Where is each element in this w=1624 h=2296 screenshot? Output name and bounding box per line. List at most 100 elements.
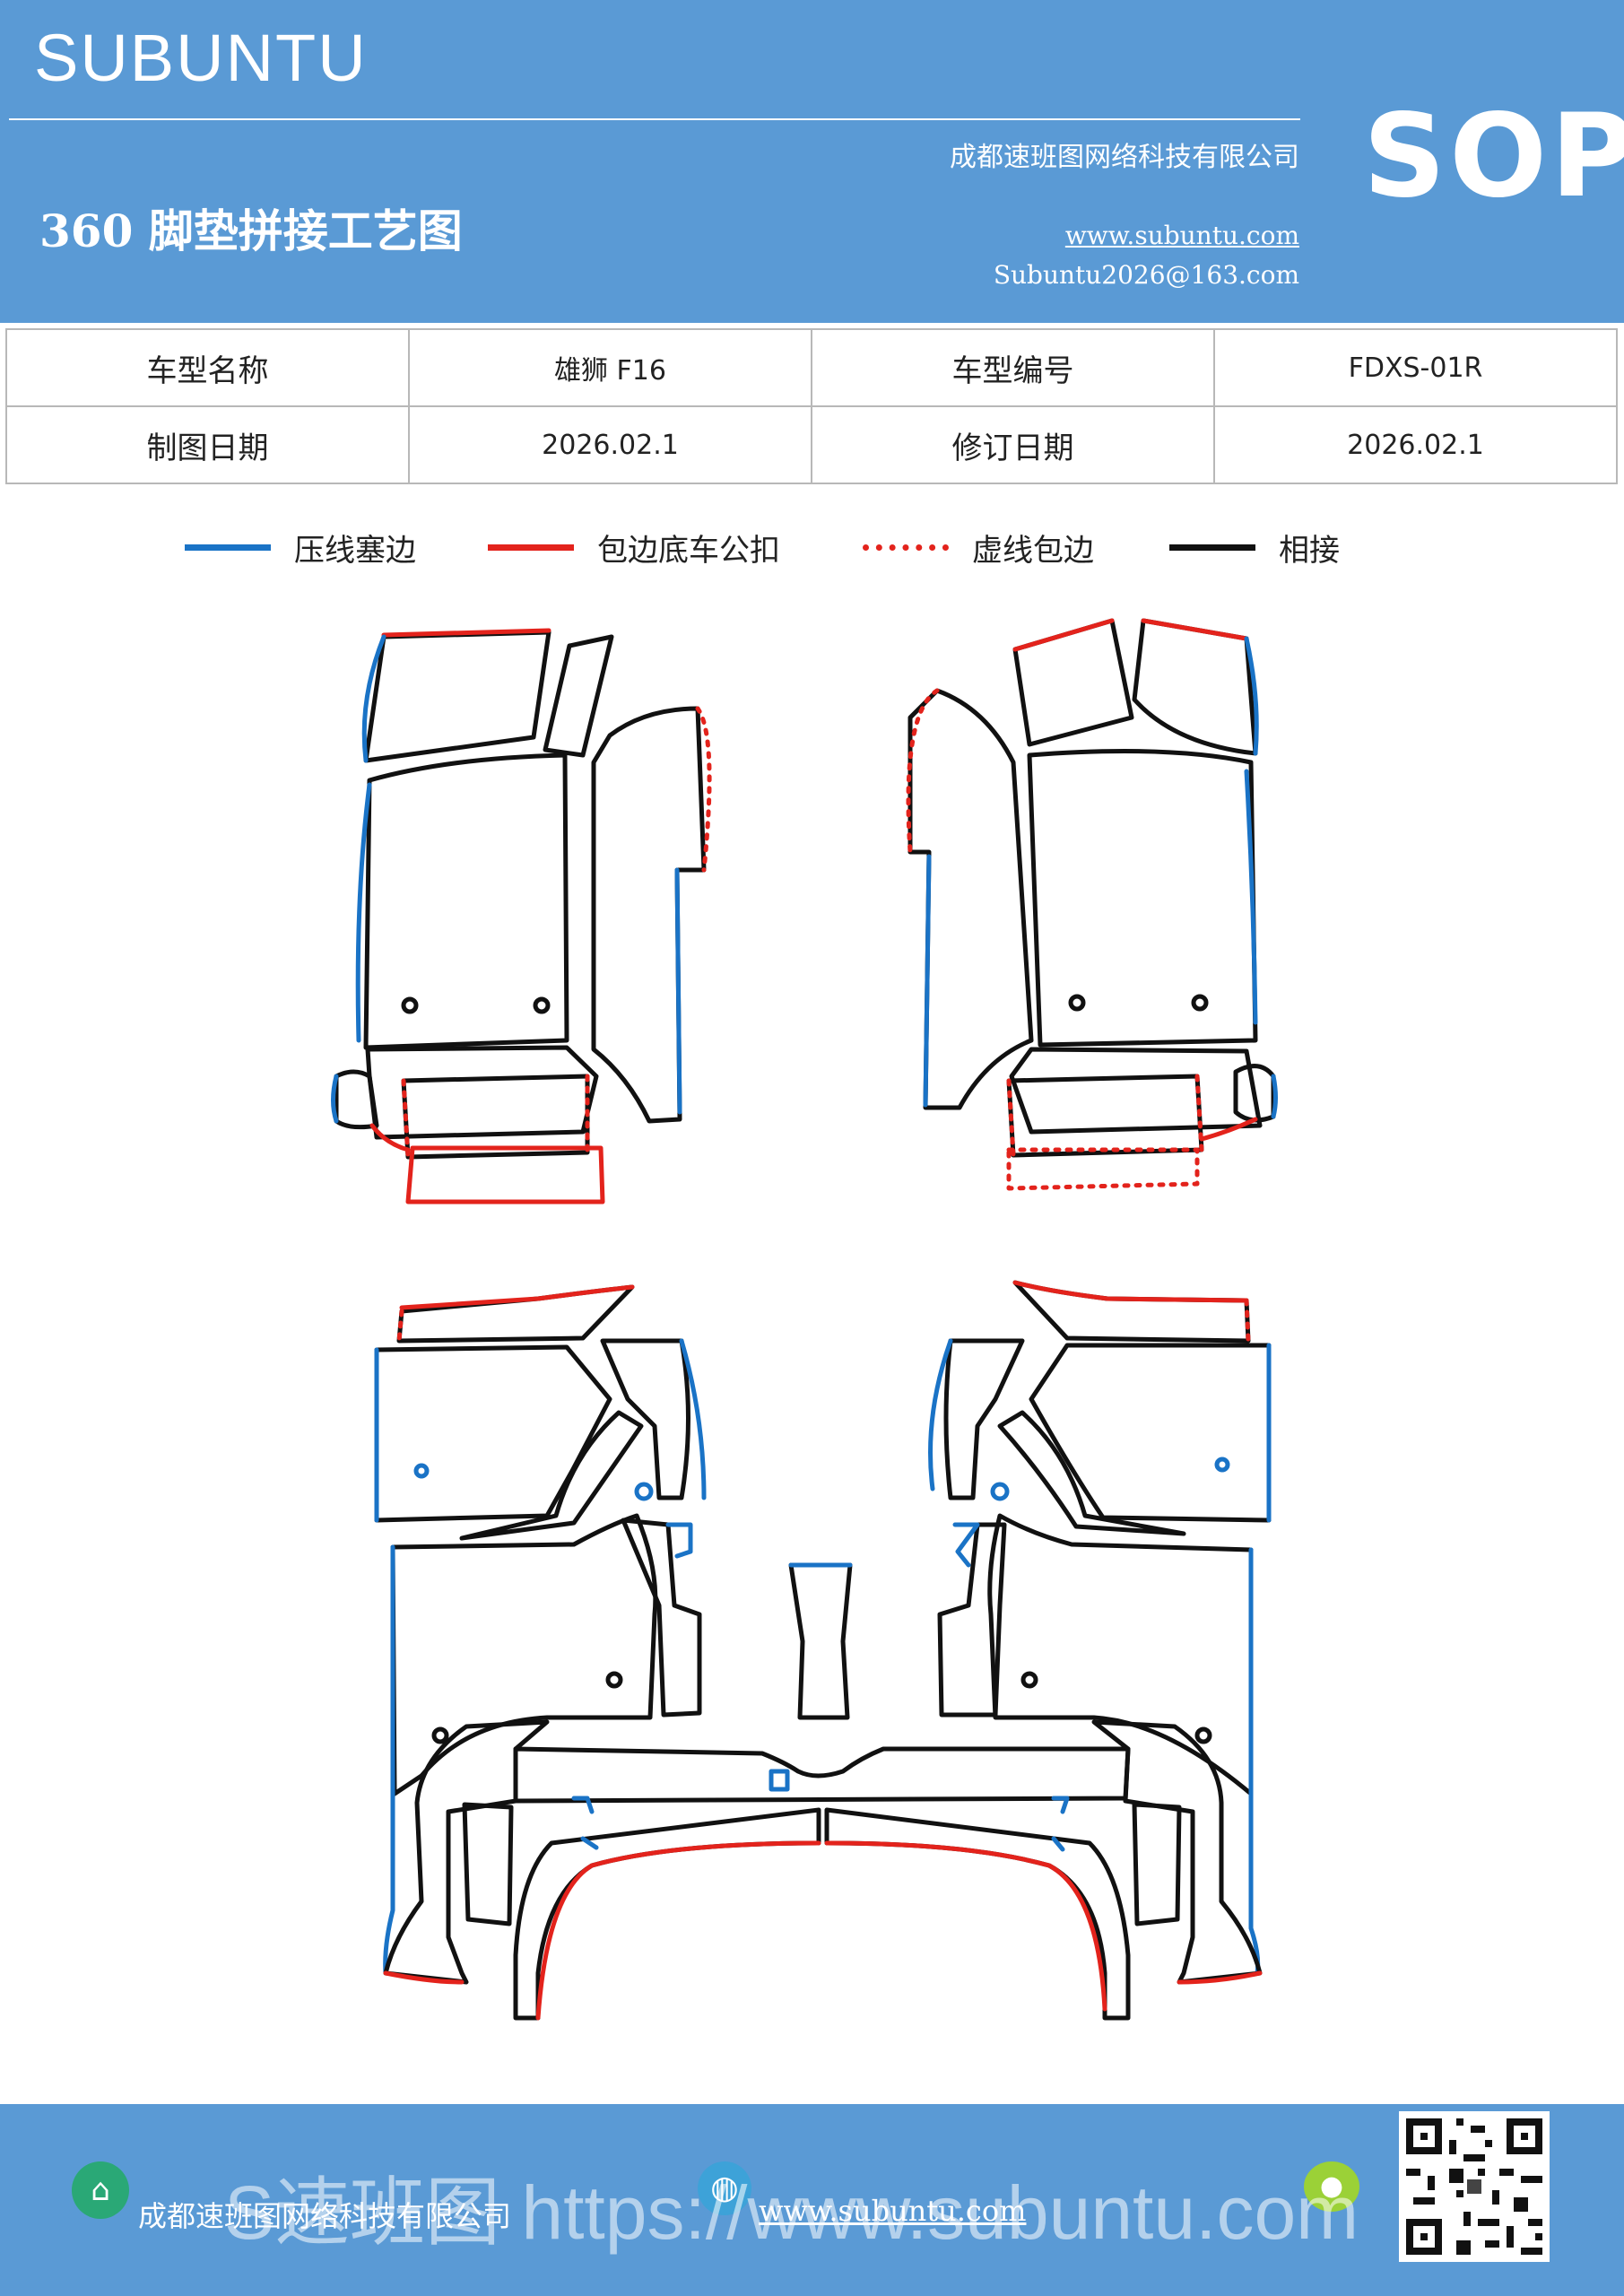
building-icon: ⌂	[72, 2161, 129, 2219]
clip-hole	[634, 1482, 654, 1501]
legend-label: 压线塞边	[294, 533, 416, 569]
contact-email[interactable]: Subuntu2026@163.com	[993, 260, 1299, 290]
rear-left-main-blue	[383, 1544, 395, 1976]
legend-label: 相接	[1279, 533, 1340, 569]
front-right-main	[1027, 749, 1258, 1048]
mounting-hole	[1068, 994, 1086, 1012]
front-left-right-piece	[591, 706, 707, 1124]
black-line-swatch	[1169, 544, 1255, 551]
front-right-dotted	[906, 688, 940, 855]
rear-bench-outer-right	[1091, 1719, 1263, 1985]
chat-icon[interactable]: ●	[1304, 2161, 1359, 2212]
front-right-bottom-c	[1006, 1147, 1200, 1191]
front-left-small-left	[334, 1069, 379, 1130]
mounting-hole	[401, 996, 419, 1014]
front-left-mat	[331, 628, 712, 1205]
revise-date-value: 2026.02.1	[1213, 405, 1618, 484]
legend-label: 虚线包边	[972, 533, 1094, 569]
mounting-hole	[1194, 1726, 1212, 1744]
mounting-hole	[431, 1726, 449, 1744]
rear-wheel-arch-right	[824, 1807, 1131, 2021]
front-left-bottom-dotted	[401, 1074, 590, 1160]
rear-wheel-arch-left	[513, 1807, 821, 2021]
rear-right-tab	[943, 1338, 1025, 1500]
rear-left-center-strip	[621, 1518, 702, 1718]
rear-bench-outer	[383, 1719, 550, 1985]
rear-bench-outer-right-red	[1177, 1970, 1263, 1985]
front-left-top-edge	[381, 628, 551, 638]
mounting-hole	[533, 996, 551, 1014]
sop-badge: SOP	[1363, 90, 1624, 223]
draw-date-value: 2026.02.1	[408, 405, 812, 484]
table-row: 车型名称 雄狮 F16 车型编号 FDXS-01R	[5, 328, 1618, 407]
rear-left-upper	[374, 1344, 612, 1523]
rear-right-clip	[952, 1522, 980, 1568]
arch-clip-right	[1051, 1796, 1070, 1852]
rear-right-top-red	[1012, 1280, 1249, 1303]
front-left-strip	[543, 634, 614, 758]
rear-center-mat	[383, 1562, 1263, 2021]
front-right-left-piece	[908, 688, 1034, 1110]
qr-code[interactable]	[1399, 2111, 1550, 2262]
model-code-value: FDXS-01R	[1213, 328, 1618, 407]
draw-date-label: 制图日期	[5, 405, 410, 484]
rear-right-mat	[928, 1280, 1272, 1976]
mounting-hole	[1020, 1671, 1038, 1689]
blue-line-swatch	[185, 544, 271, 551]
clip-hole	[1214, 1457, 1230, 1473]
front-left-bottom-a	[365, 1045, 599, 1140]
legend-item-edge-binding: 包边底车公扣	[488, 526, 780, 570]
globe-icon: ◍	[698, 2161, 751, 2215]
front-left-side-edge	[361, 634, 386, 763]
rear-left-top-red	[399, 1284, 635, 1310]
mounting-hole	[1191, 994, 1209, 1012]
line-legend: 压线塞边 包边底车公扣 虚线包边 相接	[0, 526, 1624, 570]
front-left-bottom-c	[405, 1145, 605, 1205]
front-left-bottom-b	[401, 1074, 590, 1160]
legend-item-dotted-binding: 虚线包边	[863, 526, 1094, 570]
table-row: 制图日期 2026.02.1 修订日期 2026.02.1	[5, 405, 1618, 484]
front-left-dotted-edge	[695, 706, 712, 873]
front-right-bottom-b	[1006, 1074, 1204, 1158]
clip-hole	[990, 1482, 1010, 1501]
rear-side-right-block	[1132, 1802, 1182, 1926]
clip-hole	[413, 1463, 430, 1479]
rear-left-clip	[665, 1522, 693, 1559]
front-left-right-blue	[674, 867, 682, 1115]
rear-right-upper	[1029, 1343, 1272, 1523]
center-tunnel-piece	[788, 1562, 853, 1720]
arch-clip-left	[571, 1796, 599, 1850]
page-title: 360 脚垫拼接工艺图	[39, 204, 463, 257]
rear-right-arch	[997, 1410, 1186, 1536]
model-name-value: 雄狮 F16	[408, 328, 812, 407]
front-right-bottom-dotted	[1006, 1074, 1204, 1158]
header-divider	[9, 118, 1300, 120]
rear-right-main	[987, 1513, 1254, 1796]
vehicle-info-table: 车型名称 雄狮 F16 车型编号 FDXS-01R 制图日期 2026.02.1…	[5, 328, 1618, 484]
rear-cross-bar	[513, 1746, 1131, 1804]
rear-side-left-block	[462, 1802, 514, 1926]
front-left-small-red	[369, 1123, 411, 1152]
front-right-top-piece	[1012, 618, 1134, 747]
company-name: 成都速班图网络科技有限公司	[950, 142, 1299, 173]
rear-right-tab-blue	[928, 1338, 953, 1492]
front-right-round-red	[1141, 618, 1249, 641]
rear-left-tab-blue	[679, 1338, 707, 1500]
footer-website-link[interactable]: www.subuntu.com	[759, 2194, 1027, 2228]
front-right-mat	[906, 618, 1278, 1191]
rear-right-top-dotted	[1244, 1298, 1251, 1344]
rear-left-tab	[600, 1338, 690, 1500]
rear-right-center-strip	[937, 1522, 1007, 1718]
front-left-small-edge	[331, 1074, 339, 1124]
brand-logo-text: SUBUNTU	[34, 21, 368, 95]
legend-label: 包边底车公扣	[597, 533, 780, 569]
rear-left-top-strip	[396, 1284, 635, 1344]
rear-left-top-dotted	[396, 1309, 404, 1344]
front-left-main-edge	[355, 782, 372, 1043]
red-line-swatch	[488, 544, 574, 551]
header-banner: SUBUNTU 成都速班图网络科技有限公司 360 脚垫拼接工艺图 www.su…	[0, 0, 1624, 323]
front-right-main-blue	[1244, 769, 1258, 1025]
front-left-top-piece	[363, 630, 551, 763]
website-link[interactable]: www.subuntu.com	[1064, 221, 1299, 250]
